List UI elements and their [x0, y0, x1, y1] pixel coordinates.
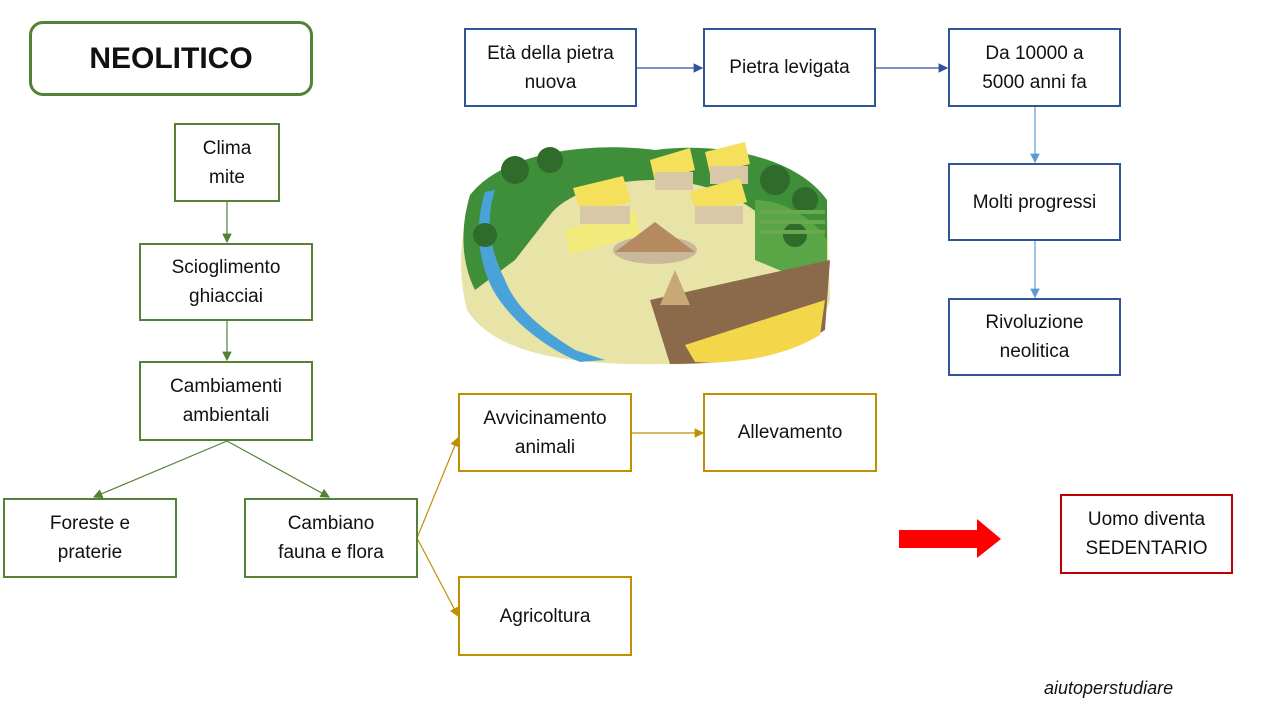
node-changes: Cambiamenti ambientali [139, 361, 313, 441]
arrow-fauna-agriculture [416, 537, 459, 618]
node-progress: Molti progressi [948, 163, 1121, 241]
red-block-arrow [899, 519, 1001, 558]
node-sedentary: Uomo diventa SEDENTARIO [1060, 494, 1233, 574]
node-melting: Scioglimento ghiacciai [139, 243, 313, 321]
node-climate: Clima mite [174, 123, 280, 202]
node-forests: Foreste e praterie [3, 498, 177, 578]
node-date: Da 10000 a 5000 anni fa [948, 28, 1121, 107]
node-fauna: Cambiano fauna e flora [244, 498, 418, 578]
neolithic-village-illustration [461, 142, 830, 365]
node-era: Età della pietra nuova [464, 28, 637, 107]
node-stone: Pietra levigata [703, 28, 876, 107]
page-title: NEOLITICO [29, 21, 313, 96]
node-agriculture: Agricoltura [458, 576, 632, 656]
arrow-fauna-approach [416, 436, 460, 539]
node-revolution: Rivoluzione neolitica [948, 298, 1121, 376]
arrow-changes-forests [92, 440, 228, 499]
node-approach: Avvicinamento animali [458, 393, 632, 472]
arrow-changes-fauna [226, 440, 331, 498]
node-breeding: Allevamento [703, 393, 877, 472]
credit-text: aiutoperstudiare [1044, 678, 1174, 698]
